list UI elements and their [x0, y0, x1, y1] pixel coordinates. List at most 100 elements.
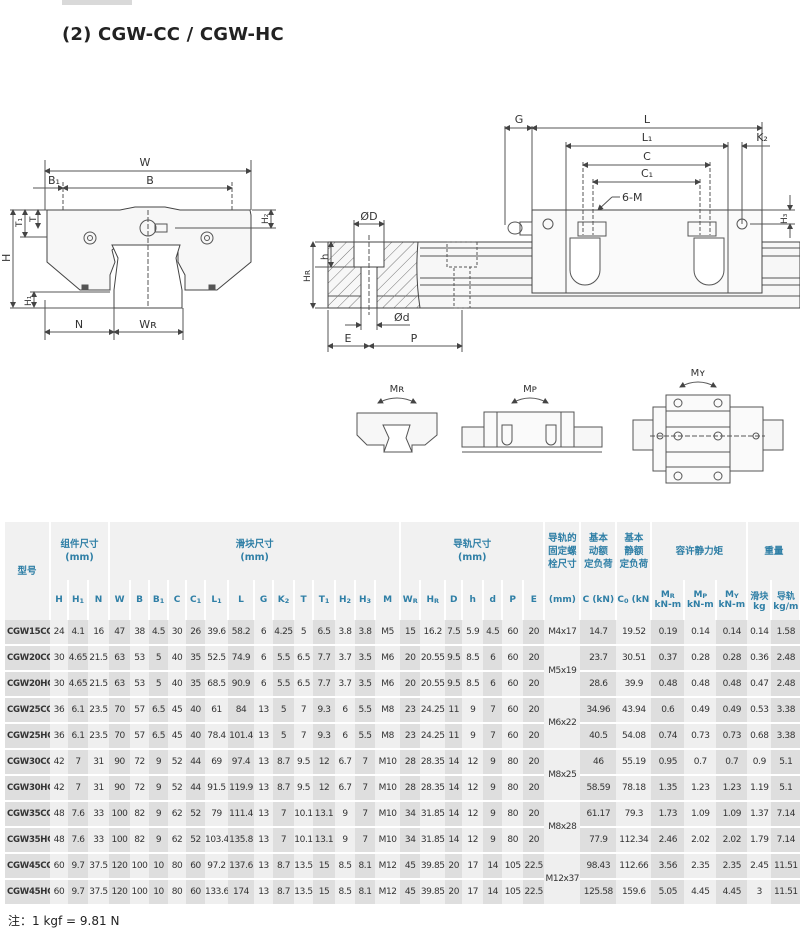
- table-cell: 9.3: [313, 697, 336, 724]
- column-symbol: C (kN): [582, 595, 615, 605]
- weight-cell: 7.14: [771, 801, 800, 828]
- table-cell: 4.5: [149, 620, 169, 646]
- table-cell: 13: [254, 853, 274, 880]
- moment-cell: 0.95: [651, 749, 685, 776]
- table-cell: 13: [254, 775, 274, 802]
- table-cell: 20: [445, 879, 463, 906]
- table-cell: 101.4: [228, 723, 255, 750]
- column-symbol: W: [402, 595, 413, 605]
- table-cell: 39.6: [205, 620, 229, 646]
- moment-cell: 0.48: [716, 671, 748, 698]
- table-cell: 7: [294, 697, 314, 724]
- weight-cell: 3.38: [771, 723, 800, 750]
- table-cell: 45: [168, 723, 187, 750]
- table-cell: 5.5: [355, 697, 376, 724]
- table-cell: 8.5: [462, 645, 484, 672]
- table-cell: 97.4: [228, 749, 255, 776]
- table-cell: 40: [186, 723, 206, 750]
- table-cell: 100: [109, 801, 131, 828]
- table-cell: 20: [400, 671, 421, 698]
- table-cell: M5: [375, 620, 401, 646]
- dynamic-load-cell: 34.96: [580, 697, 617, 724]
- table-cell: 120: [109, 853, 131, 880]
- static-load-cell: 54.08: [616, 723, 652, 750]
- table-cell: 14: [445, 749, 463, 776]
- label-G: G: [515, 113, 524, 126]
- table-cell: 31.85: [420, 827, 446, 854]
- moment-cell: 0.49: [716, 697, 748, 724]
- table-cell: 7: [273, 801, 295, 828]
- table-cell: 20: [523, 645, 545, 672]
- table-cell: 31: [88, 749, 110, 776]
- column-symbol: T: [300, 595, 307, 605]
- column-subscript: R: [412, 597, 418, 605]
- column-header: P: [502, 580, 525, 620]
- table-cell: 8.7: [273, 853, 295, 880]
- table-cell: 14: [445, 775, 463, 802]
- table-cell: 52.5: [205, 645, 229, 672]
- specification-table: 型号组件尺寸(mm)滑块尺寸(mm)导轨尺寸(mm)导轨的固定螺栓尺寸基本动额定…: [5, 522, 800, 906]
- table-cell: 60: [502, 723, 524, 750]
- table-cell: 53: [130, 645, 150, 672]
- table-cell: 12: [462, 827, 484, 854]
- bolt-size-cell: M12x37: [544, 853, 581, 906]
- model-cell: CGW35HC: [5, 827, 50, 854]
- model-cell: CGW30CC: [5, 749, 50, 776]
- column-header: B1: [149, 580, 170, 620]
- column-header: G: [254, 580, 275, 620]
- table-cell: 44: [186, 775, 206, 802]
- label-d: Ød: [394, 311, 410, 324]
- header-model: 型号: [5, 522, 51, 620]
- column-subscript: 0: [623, 597, 629, 605]
- table-cell: 20: [523, 620, 545, 646]
- column-symbol: H: [358, 595, 367, 605]
- moment-view-roll: [356, 397, 438, 453]
- moment-view-pitch: [461, 397, 603, 453]
- table-cell: 23: [400, 723, 421, 750]
- table-cell: 82: [130, 801, 150, 828]
- table-cell: M10: [375, 827, 401, 854]
- page-title: (2) CGW-CC / CGW-HC: [62, 24, 284, 45]
- bolt-size-cell: M8x25: [544, 749, 581, 802]
- table-cell: 39.85: [420, 853, 446, 880]
- weight-cell: 0.9: [747, 749, 772, 776]
- moment-cell: 2.35: [716, 853, 748, 880]
- table-cell: 20: [400, 645, 421, 672]
- column-header: C0 (kN): [616, 580, 653, 620]
- moment-cell: 0.7: [684, 749, 717, 776]
- table-cell: 5: [273, 723, 295, 750]
- model-cell: CGW15CC: [5, 620, 50, 646]
- table-cell: 7.7: [313, 671, 336, 698]
- column-unit: kN-m: [687, 600, 714, 610]
- table-cell: 48: [50, 827, 68, 854]
- moment-cell: 2.35: [684, 853, 717, 880]
- column-symbol: M: [693, 590, 703, 600]
- table-cell: 8.5: [462, 671, 484, 698]
- header-static-load: 基本静额定负荷: [616, 522, 653, 580]
- table-cell: 13: [254, 827, 274, 854]
- table-cell: 9: [149, 749, 169, 776]
- moment-cell: 4.45: [684, 879, 717, 906]
- table-cell: M10: [375, 801, 401, 828]
- column-symbol: M: [724, 590, 734, 600]
- moment-cell: 0.73: [716, 723, 748, 750]
- table-cell: 23.5: [88, 697, 110, 724]
- table-cell: 9: [149, 801, 169, 828]
- column-symbol: D: [449, 595, 458, 605]
- table-cell: 10.1: [294, 827, 314, 854]
- table-cell: 5.5: [355, 723, 376, 750]
- weight-cell: 1.37: [747, 801, 772, 828]
- weight-cell: 11.51: [771, 879, 800, 906]
- table-cell: 7: [355, 749, 376, 776]
- table-cell: 12: [313, 749, 336, 776]
- table-cell: 47: [109, 620, 131, 646]
- weight-cell: 0.47: [747, 671, 772, 698]
- table-cell: 9: [483, 775, 503, 802]
- static-load-cell: 78.18: [616, 775, 652, 802]
- specification-table-wrap: 型号组件尺寸(mm)滑块尺寸(mm)导轨尺寸(mm)导轨的固定螺栓尺寸基本动额定…: [5, 522, 800, 906]
- table-cell: 42: [50, 775, 68, 802]
- top-decor-bar: [62, 0, 132, 5]
- table-cell: 45: [168, 697, 187, 724]
- column-subscript: P: [702, 592, 708, 600]
- table-cell: 6.5: [294, 671, 314, 698]
